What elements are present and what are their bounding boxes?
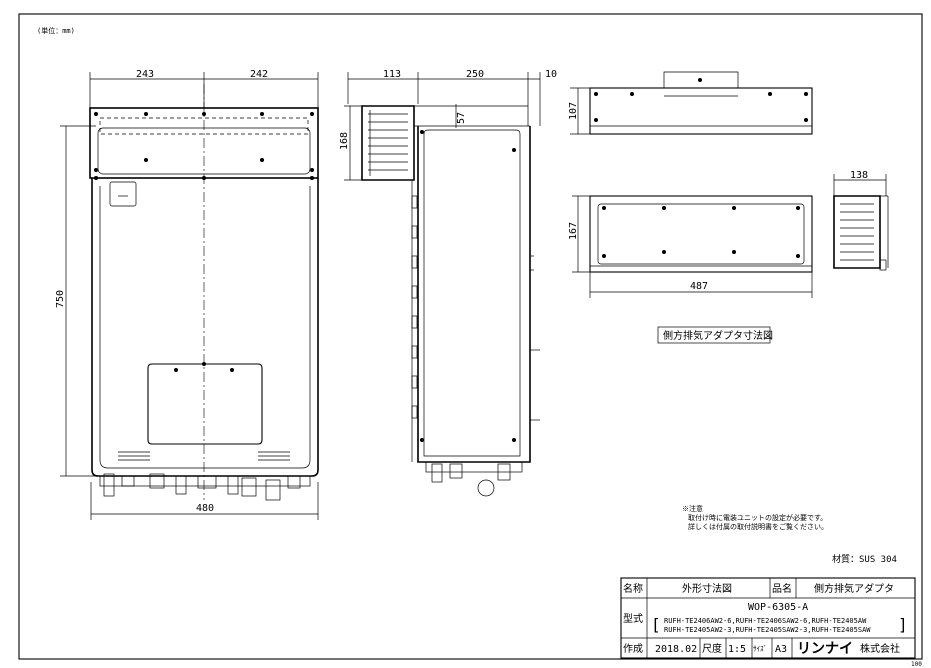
model-label: 型式 (623, 612, 643, 625)
adapter-top-view: 107 (568, 71, 813, 135)
model-line2: RUFH-TE2405AW2-3,RUFH-TE2405SAW2-3,RUFH-… (664, 626, 871, 634)
made-label: 作成 (623, 643, 643, 655)
name-value: 外形寸法図 (682, 582, 732, 595)
dim-front-width: 480 (196, 503, 214, 514)
dim-adapter-side-w: 138 (850, 170, 868, 181)
scale-value: 1:5 (728, 644, 746, 655)
dim-side-top-mid: 250 (466, 69, 484, 80)
unit-note: (単位：mm) (37, 26, 75, 35)
dim-adapter-front-h: 167 (568, 222, 579, 240)
adapter-caption: 側方排気アダプタ寸法図 (663, 329, 773, 342)
notice-line1: ※注意 (682, 504, 703, 513)
model-bracket-right: ] (898, 615, 908, 634)
made-date: 2018.02 (655, 644, 697, 655)
notice-line2: 取付け時に電装ユニットの設定が必要です。 (688, 513, 827, 522)
material: 材質：SUS 304 (832, 553, 897, 565)
size-label: ｻｲｽﾞ (753, 645, 767, 653)
corner-mark: 100 (911, 661, 922, 668)
dim-front-right: 242 (250, 69, 268, 80)
front-view: 243 242 750 480 (55, 69, 319, 520)
sheet-border (18, 13, 923, 660)
dim-side-top-left: 113 (383, 69, 401, 80)
adapter-front-view: 167 487 (568, 195, 813, 298)
adapter-caption-box (657, 326, 771, 344)
dim-side-top-right: 10 (545, 69, 557, 80)
size-value: A3 (775, 644, 787, 655)
name-label: 名称 (623, 582, 643, 595)
side-view: 113 250 10 168 57 (339, 69, 557, 497)
company-logo: リンナイ (797, 641, 853, 657)
model-code: WOP-6305-A (748, 602, 808, 613)
company-suffix: 株式会社 (860, 642, 900, 655)
product-value: 側方排気アダプタ (814, 582, 894, 595)
dim-front-left: 243 (136, 69, 154, 80)
dim-side-adapter-h: 168 (339, 132, 350, 150)
notice-line3: 詳しくは付属の取付説明書をご覧ください。 (688, 522, 828, 531)
model-line1: RUFH-TE2406AW2-6,RUFH-TE2406SAW2-6,RUFH-… (664, 617, 867, 625)
dim-front-height: 750 (55, 290, 66, 308)
model-bracket-left: [ (651, 615, 661, 634)
scale-label: 尺度 (702, 642, 722, 655)
dim-adapter-width: 487 (690, 281, 708, 292)
adapter-side-view: 138 (833, 170, 889, 271)
product-label: 品名 (772, 582, 792, 595)
dim-adapter-top-h: 107 (568, 102, 579, 120)
dim-side-small: 57 (456, 112, 467, 124)
title-block (620, 577, 916, 659)
